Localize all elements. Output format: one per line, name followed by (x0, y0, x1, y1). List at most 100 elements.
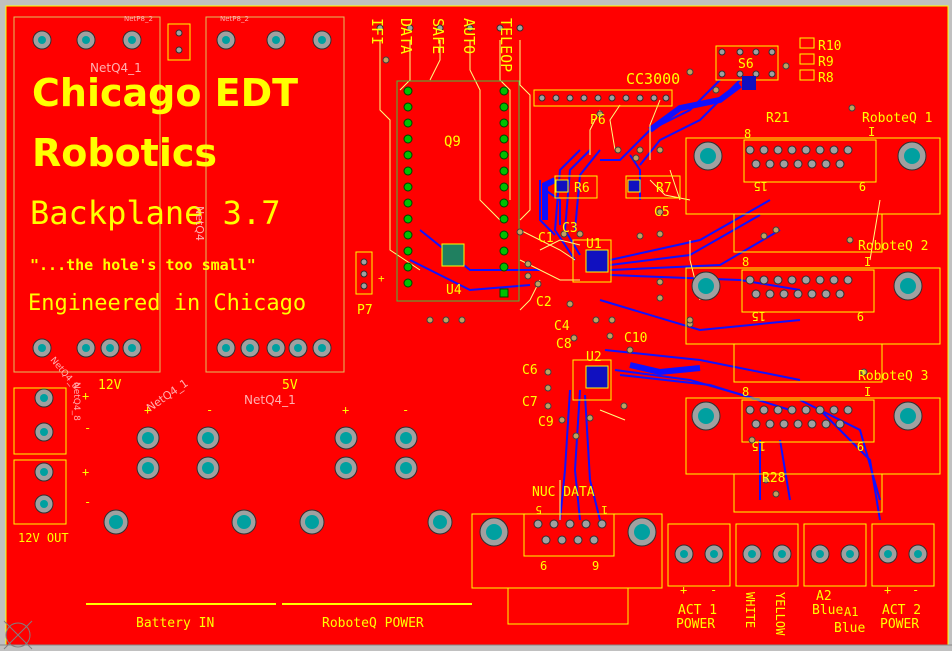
db15-roboteq3-pins (745, 405, 853, 429)
label-c3: C3 (562, 221, 578, 236)
header-labels: IFI DATA SAFE AUTO TELEOP CC3000 P6 P7 Q… (357, 18, 680, 318)
label-act1-line2: POWER (676, 617, 715, 632)
label-r10: R10 (818, 39, 841, 54)
label-r21: R21 (766, 111, 789, 126)
label-c9: C9 (538, 415, 554, 430)
r3-pin9: 9 (857, 439, 864, 453)
power-labels: 12V 5V + - + - + - + - 12V OUT Battery I… (18, 272, 424, 631)
nuc-pin5: 5 (535, 503, 542, 516)
minus-act1: - (710, 583, 717, 597)
label-r28: R28 (762, 471, 785, 486)
label-c1: C1 (538, 231, 554, 246)
plus-act2: + (884, 583, 891, 597)
signal-header-pins (376, 24, 524, 32)
net-pb2-right: NetP8_2 (220, 15, 249, 23)
sig-ifi: IFI (368, 18, 386, 45)
minus-act2: - (912, 583, 919, 597)
label-c10: C10 (624, 331, 647, 346)
net-pb2-left: NetP8_2 (124, 15, 153, 23)
roboteq-labels: RoboteQ 1 RoboteQ 2 RoboteQ 3 8 I 15 9 8… (742, 111, 932, 453)
label-c4: C4 (554, 319, 570, 334)
label-battery-in: Battery IN (136, 616, 214, 631)
label-roboteq3: RoboteQ 3 (858, 369, 928, 384)
plus-12v-top: + (82, 389, 89, 403)
net-bottom: NetQ4_1 (244, 393, 296, 407)
r1-pin8: 8 (744, 127, 751, 141)
title-quote: "...the hole's too small" (30, 256, 256, 274)
label-r7: R7 (656, 181, 672, 196)
label-cc3000: CC3000 (626, 70, 680, 88)
label-r8: R8 (818, 71, 834, 86)
label-act2-line2: POWER (880, 617, 919, 632)
label-s6: S6 (738, 57, 754, 72)
sig-data: DATA (397, 18, 415, 54)
label-5v: 5V (282, 378, 298, 393)
u4-chip (441, 243, 465, 267)
label-r9: R9 (818, 55, 834, 70)
label-yellow: YELLOW (773, 592, 787, 636)
r2-pin9: 9 (857, 309, 864, 323)
nuc-pin1: 1 (601, 503, 608, 516)
nuc-pin9: 9 (592, 559, 599, 573)
smd-chips (441, 76, 756, 389)
label-p6: P6 (590, 113, 606, 128)
title-line3: Backplane 3.7 (30, 194, 280, 232)
minus-12v-out: - (84, 495, 91, 509)
r2-pin15: 15 (752, 309, 766, 323)
netp8-pins (175, 29, 183, 54)
r3-pin1: I (864, 385, 871, 399)
net-top-left: NetQ4_1 (90, 61, 142, 75)
db15-pins (175, 24, 853, 545)
label-12v: 12V (98, 378, 122, 393)
minus-battery: - (206, 403, 213, 417)
label-p7: P7 (357, 303, 373, 318)
r1-pin9: 9 (859, 179, 866, 193)
sig-safe: SAFE (429, 18, 447, 54)
cc3000-header-pins (538, 94, 670, 102)
plus-battery: + (144, 403, 151, 417)
r2-pin8: 8 (742, 255, 749, 269)
plus-p7: + (378, 272, 385, 285)
label-act1-line1: ACT 1 (678, 603, 717, 618)
sig-auto: AUTO (460, 18, 478, 54)
u1-chip (585, 249, 609, 273)
label-a2: A2 (816, 589, 832, 604)
label-roboteq1: RoboteQ 1 (862, 111, 932, 126)
title-line1: Chicago EDT (32, 71, 298, 115)
label-r6: R6 (574, 181, 590, 196)
q9-pins (403, 86, 509, 298)
plus-act1: + (680, 583, 687, 597)
board-outline (5, 5, 949, 646)
nuc-labels: NUC DATA 5 1 6 9 (532, 485, 608, 573)
nuc-pin6: 6 (540, 559, 547, 573)
label-u2: U2 (586, 350, 602, 365)
engineered-text: Engineered in Chicago (28, 291, 306, 316)
relay-pads (32, 30, 928, 564)
title-block: Chicago EDT Robotics Backplane 3.7 "...t… (28, 71, 306, 316)
r1-pin1: I (868, 125, 875, 139)
label-c2: C2 (536, 295, 552, 310)
r3-pin8: 8 (742, 385, 749, 399)
bottom-connector-labels: + - ACT 1 POWER WHITE YELLOW A2 Blue A1 … (676, 583, 921, 636)
label-white: WHITE (743, 592, 757, 628)
db15-roboteq1-pins (745, 145, 853, 169)
r2-pin1: I (864, 255, 871, 269)
label-blue-a2: Blue (812, 603, 843, 618)
vias (382, 56, 868, 498)
label-u4: U4 (446, 283, 462, 298)
thick-bottom-traces (542, 82, 742, 376)
plus-roboteq: + (342, 403, 349, 417)
label-roboteq-power: RoboteQ POWER (322, 616, 424, 631)
label-c6: C6 (522, 363, 538, 378)
p7-pins (360, 258, 368, 290)
plus-12v-out: + (82, 465, 89, 479)
net-left-rot2: NetQ4_8 (71, 382, 81, 421)
minus-12v-top: - (84, 421, 91, 435)
label-c8: C8 (556, 337, 572, 352)
origin-marker (3, 620, 33, 650)
label-nuc-data: NUC DATA (532, 485, 595, 500)
r3-pin15: 15 (752, 439, 766, 453)
u2-chip (585, 365, 609, 389)
label-roboteq2: RoboteQ 2 (858, 239, 928, 254)
